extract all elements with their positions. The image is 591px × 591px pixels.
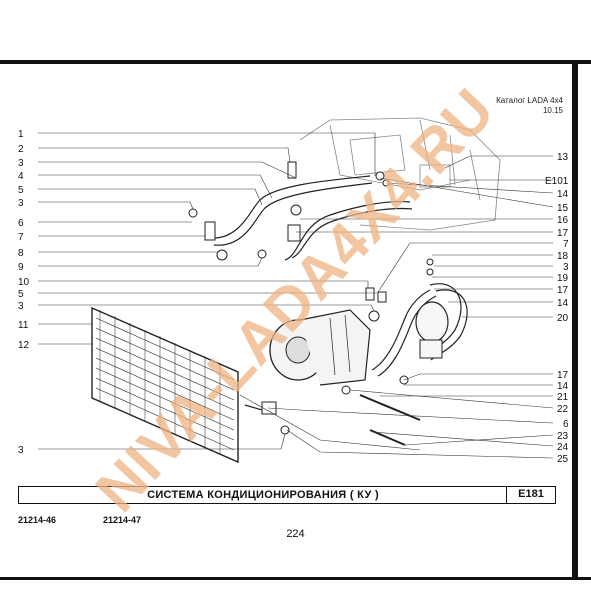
callout-20: 20 [557, 313, 569, 324]
left-callouts: 1 2 3 4 5 3 6 7 8 9 10 5 3 11 12 3 [18, 129, 30, 456]
page-number: 224 [286, 528, 305, 540]
model-code: 21214-47 [103, 515, 142, 525]
callout-3: 3 [18, 198, 24, 209]
callout-24: 24 [557, 442, 569, 453]
callout-5: 5 [18, 185, 24, 196]
callout-17: 17 [557, 228, 569, 239]
title-bar: СИСТЕМА КОНДИЦИОНИРОВАНИЯ ( КУ ) E181 [18, 486, 556, 504]
model-code: 21214-46 [18, 515, 57, 525]
callout-8: 8 [18, 248, 24, 259]
callout-11: 11 [18, 320, 29, 331]
callout-14: 14 [557, 298, 569, 309]
callout-2: 2 [18, 144, 24, 155]
callout-13: 13 [557, 152, 569, 163]
callout-3: 3 [18, 158, 24, 169]
callout-6: 6 [18, 218, 24, 229]
callout-21: 21 [557, 392, 569, 403]
compressor [269, 309, 371, 386]
right-callouts: 13 E101 14 15 16 17 7 18 3 19 17 14 20 1… [545, 152, 569, 465]
callout-3: 3 [18, 301, 24, 312]
callout-17: 17 [557, 370, 569, 381]
condenser [91, 306, 239, 464]
engine-bay-sketch [299, 117, 501, 231]
callout-7: 7 [563, 239, 569, 250]
callout-1: 1 [18, 129, 24, 140]
callout-14: 14 [557, 189, 569, 200]
top-border [0, 60, 591, 64]
callout-22: 22 [557, 404, 569, 415]
catalog-label: Каталог LADA 4x4 [496, 96, 563, 105]
callout-10: 10 [18, 277, 30, 288]
callout-14: 14 [557, 381, 569, 392]
section-title: СИСТЕМА КОНДИЦИОНИРОВАНИЯ ( КУ ) [147, 489, 379, 501]
callout-18: 18 [557, 251, 569, 262]
callout-3: 3 [563, 262, 569, 273]
receiver-drier [415, 301, 449, 359]
callout-15: 15 [557, 203, 569, 214]
callout-25: 25 [557, 454, 569, 465]
callout-5: 5 [18, 289, 24, 300]
callout-17: 17 [557, 285, 569, 296]
right-border [572, 60, 578, 580]
catalog-info: Каталог LADA 4x4 10.15 [496, 96, 563, 116]
callout-12: 12 [18, 340, 30, 351]
callout-e101: E101 [545, 176, 569, 187]
callout-3: 3 [18, 445, 24, 456]
leader-lines [38, 132, 554, 459]
callout-16: 16 [557, 215, 569, 226]
callout-7: 7 [18, 232, 24, 243]
callout-23: 23 [557, 431, 569, 442]
callout-6: 6 [563, 419, 569, 430]
callout-19: 19 [557, 273, 569, 284]
fittings [188, 161, 434, 446]
callout-4: 4 [18, 171, 24, 182]
catalog-version: 10.15 [542, 106, 563, 115]
callout-9: 9 [18, 262, 24, 273]
bottom-border [0, 577, 591, 580]
section-code: E181 [506, 487, 555, 503]
